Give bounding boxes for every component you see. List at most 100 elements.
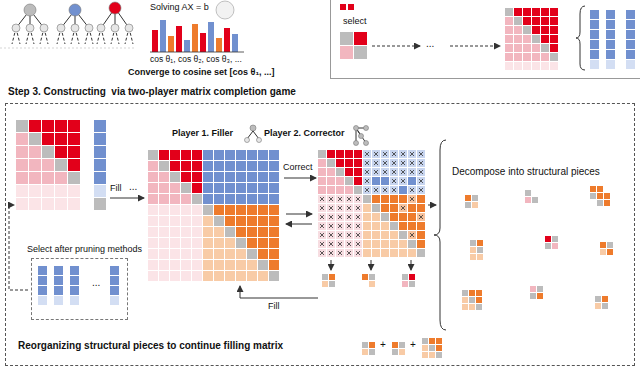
- cross-mark: [356, 215, 360, 219]
- matrix-cell: [429, 338, 435, 344]
- player-label: Player 1. Filler: [172, 128, 233, 138]
- matrix-cell: [470, 247, 476, 253]
- matrix-cell: [537, 286, 543, 292]
- matrix-cell: [537, 293, 543, 299]
- matrix-cell: [192, 249, 202, 259]
- matrix-cell: [595, 303, 601, 309]
- matrix-cell: [462, 290, 468, 296]
- matrix-cell: [225, 172, 235, 182]
- cross-mark: [374, 161, 378, 165]
- matrix-cell: [408, 222, 416, 230]
- matrix-cell: [247, 260, 257, 270]
- matrix-cell: [181, 227, 191, 237]
- matrix-cell: [372, 204, 380, 212]
- matrix-cell: [408, 177, 416, 185]
- matrix-cell: [505, 35, 513, 43]
- matrix-cell: [523, 44, 531, 52]
- cross-mark: [365, 179, 369, 183]
- matrix-cell: [363, 222, 371, 230]
- matrix-cell: [181, 172, 191, 182]
- matrix-cell: [595, 296, 601, 302]
- matrix-cell: [247, 161, 257, 171]
- matrix-cell: [429, 345, 435, 351]
- cross-mark: [356, 233, 360, 237]
- matrix-cell: [514, 62, 522, 70]
- cross-mark: [392, 170, 396, 174]
- matrix-cell: [327, 150, 335, 158]
- matrix-cell: [372, 150, 380, 158]
- matrix-cell: [532, 8, 540, 16]
- cross-mark: [338, 224, 342, 228]
- matrix-cell: [362, 342, 368, 348]
- cross-mark: [320, 197, 324, 201]
- matrix-cell: [247, 227, 257, 237]
- corrector-icon: [364, 141, 369, 146]
- matrix-cell: [110, 266, 119, 275]
- matrix-cell: [55, 146, 67, 158]
- matrix-cell: [214, 194, 224, 204]
- cross-mark: [401, 152, 405, 156]
- matrix-cell: [327, 195, 335, 203]
- matrix-cell: [203, 249, 213, 259]
- matrix-cell: [38, 266, 47, 275]
- matrix-cell: [269, 150, 279, 160]
- matrix-cell: [465, 195, 471, 201]
- matrix-cell: [472, 195, 478, 201]
- matrix-cell: [181, 150, 191, 160]
- matrix-cell: [399, 349, 405, 355]
- matrix-cell: [363, 150, 371, 158]
- matrix-cell: [392, 349, 398, 355]
- matrix-cell: [606, 30, 615, 39]
- matrix-cell: [381, 213, 389, 221]
- matrix-cell: [590, 10, 599, 19]
- cross-mark: [329, 233, 333, 237]
- matrix-cell: [38, 286, 47, 295]
- matrix-cell: [236, 249, 246, 259]
- matrix-cell: [94, 159, 106, 171]
- matrix-cell: [606, 60, 615, 69]
- matrix-cell: [42, 159, 54, 171]
- tree-node-dot: [71, 24, 79, 32]
- matrix-cell: [269, 161, 279, 171]
- matrix-cell: [590, 40, 599, 49]
- matrix-cell: [345, 177, 353, 185]
- matrix-cell: [417, 177, 425, 185]
- matrix-cell: [390, 186, 398, 194]
- filler-icon: [250, 125, 256, 131]
- matrix-cell: [29, 198, 41, 210]
- matrix-cell: [269, 183, 279, 193]
- matrix-cell: [408, 204, 416, 212]
- selected-cell: [340, 4, 346, 10]
- matrix-cell: [372, 168, 380, 176]
- matrix-cell: [247, 150, 257, 160]
- matrix-cell: [170, 161, 180, 171]
- matrix-cell: [318, 150, 326, 158]
- matrix-cell: [327, 168, 335, 176]
- select-panel: select: [330, 0, 640, 79]
- matrix-cell: [422, 345, 428, 351]
- matrix-cell: [541, 62, 549, 70]
- matrix-cell: [336, 195, 344, 203]
- matrix-cell: [336, 159, 344, 167]
- selected-cell: [348, 4, 354, 10]
- matrix-cell: [214, 183, 224, 193]
- matrix-cell: [541, 35, 549, 43]
- matrix-cell: [381, 177, 389, 185]
- matrix-cell: [327, 177, 335, 185]
- cross-mark: [356, 206, 360, 210]
- matrix-cell: [170, 227, 180, 237]
- matrix-cell: [29, 172, 41, 184]
- matrix-cell: [148, 271, 158, 281]
- matrix-cell: [258, 205, 268, 215]
- cross-mark: [410, 233, 414, 237]
- matrix-cell: [470, 254, 476, 260]
- matrix-cell: [345, 213, 353, 221]
- matrix-cell: [269, 260, 279, 270]
- matrix-cell: [390, 204, 398, 212]
- matrix-cell: [417, 150, 425, 158]
- matrix-cell: [203, 216, 213, 226]
- matrix-cell: [203, 238, 213, 248]
- matrix-cell: [523, 35, 531, 43]
- matrix-cell: [170, 260, 180, 270]
- tree-node-dot: [85, 24, 93, 32]
